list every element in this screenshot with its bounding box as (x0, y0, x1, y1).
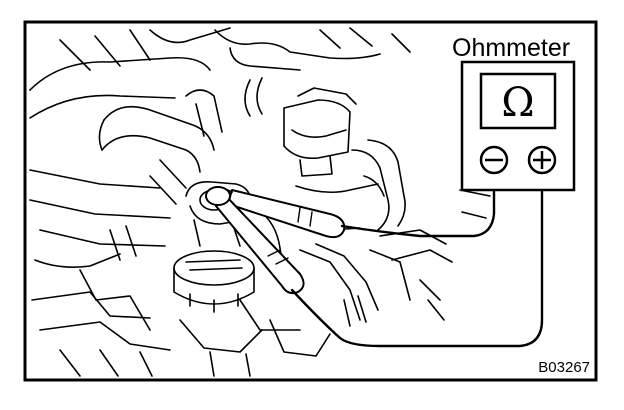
positive-lead-wire (290, 174, 544, 348)
negative-probe-body (227, 189, 346, 239)
meter-display (479, 72, 557, 130)
engine-drawing (29, 27, 491, 377)
positive-probe-body (215, 195, 305, 295)
negative-lead-wire (340, 174, 496, 238)
ohmmeter: Ohmmeter Ω (452, 34, 576, 192)
meter-title: Ohmmeter (452, 34, 570, 62)
figure-code: B03267 (538, 359, 590, 376)
test-leads (205, 174, 544, 348)
ohm-symbol-icon: Ω (501, 80, 534, 126)
